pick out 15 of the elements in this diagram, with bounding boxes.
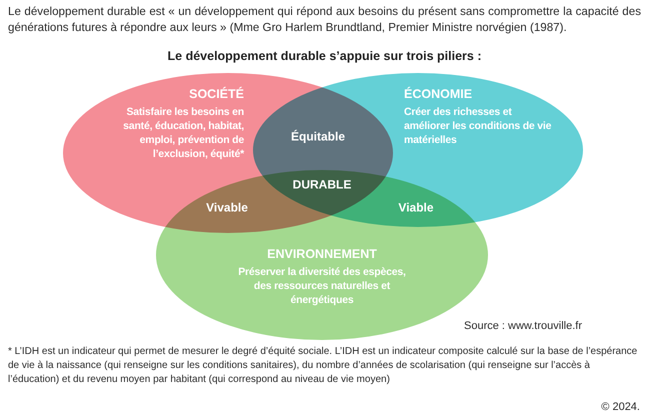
- copyright-note: © 2024.: [601, 400, 640, 414]
- diagram-title: Le développement durable s’appuie sur trois piliers :: [166, 48, 482, 64]
- intro-quote: Le développement durable est « un développement qui répond aux besoins du présent sans compromettre la capacité des générations futures à répondre aux leurs » (Mme Gro Harlem Brundtland, Premier Ministre norvégien (1987).: [8, 4, 641, 36]
- overlap-label: Équitable: [291, 130, 345, 144]
- source-note: Source : www.trouville.fr: [464, 319, 582, 333]
- pillar-heading: SOCIÉTÉ: [188, 86, 244, 102]
- footnote: * L’IDH est un indicateur qui permet de mesurer le degré d’équité sociale. L’IDH est un indicateur composite calculé sur la base de l’espérance de vie à la naissance (qui renseigne sur les conditions sanitaires), du nombre d’années de scolarisation (qui renseigne sur l’accès à l’éducation) et du revenu moyen par habitant (qui correspond au niveau de vie moyen): [8, 345, 638, 387]
- pillar-heading: ENVIRONNEMENT: [266, 246, 378, 262]
- overlap-label: DURABLE: [292, 178, 352, 192]
- pillar-description: Créer des richesses et améliorer les conditions de vie matérielles: [404, 105, 552, 147]
- pillar-heading: ÉCONOMIE: [404, 86, 474, 102]
- overlap-label: Viable: [398, 200, 434, 216]
- pillar-description: Satisfaire les besoins en santé, éducation, habitat, emploi, prévention de l’exclusion, équité*: [122, 105, 244, 161]
- overlap-label: Vivable: [206, 200, 248, 216]
- pillar-description: Préserver la diversité des espèces, des ressources naturelles et énergétiques: [237, 265, 407, 307]
